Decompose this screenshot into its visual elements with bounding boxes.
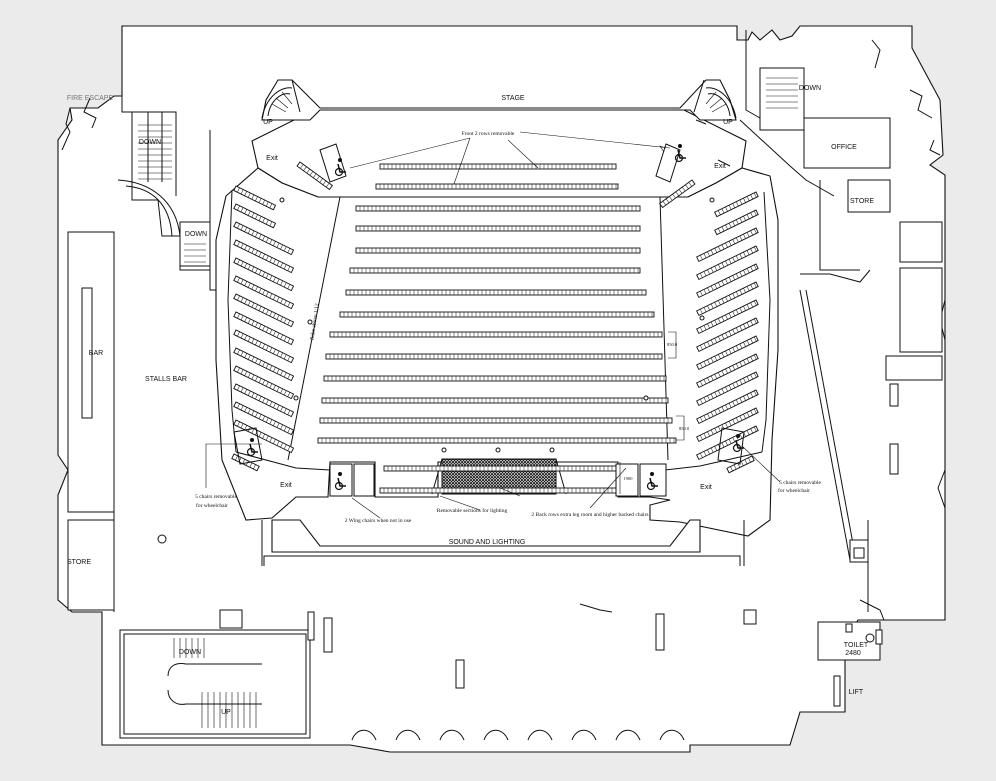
seat-row bbox=[355, 225, 641, 232]
seat-row bbox=[296, 161, 333, 191]
seat-row bbox=[329, 331, 663, 338]
toilet-label: TOILET bbox=[844, 642, 869, 649]
seat-row bbox=[696, 281, 759, 317]
seat-row bbox=[233, 365, 295, 400]
seat-row bbox=[696, 425, 759, 461]
dimension-label: 850.0 bbox=[679, 426, 690, 431]
seat-row bbox=[233, 239, 295, 274]
stage-area bbox=[261, 79, 737, 121]
seat-row bbox=[233, 221, 295, 256]
sound-lighting-label: SOUND AND LIGHTING bbox=[449, 539, 526, 546]
stairs-up-label: UP bbox=[723, 119, 733, 126]
seat-row bbox=[233, 419, 295, 454]
seat-row bbox=[339, 311, 655, 318]
seat-row bbox=[696, 299, 759, 335]
exit-label: Exit bbox=[280, 482, 292, 489]
wheelchair-icon bbox=[246, 144, 744, 491]
seat-row bbox=[233, 329, 295, 364]
chairs-left-note: for wheelchair bbox=[196, 502, 228, 509]
stairs-up-label: UP bbox=[263, 119, 273, 126]
stairs-up-label: UP bbox=[221, 709, 231, 716]
back-rows-note: 2 Back rows extra leg room and higher ba… bbox=[531, 512, 648, 518]
seat-row bbox=[383, 465, 621, 472]
seat-row bbox=[233, 275, 295, 310]
seat-row bbox=[355, 247, 641, 254]
seating-rows bbox=[231, 161, 759, 494]
seat-row bbox=[696, 227, 759, 263]
seat-row bbox=[375, 183, 619, 190]
seat-row bbox=[349, 267, 641, 274]
seat-row bbox=[696, 353, 759, 389]
lift-label: LIFT bbox=[849, 689, 864, 696]
chairs-right-note: for wheelchair bbox=[778, 487, 810, 494]
fire-escape-label: FIRE ESCAPE bbox=[67, 95, 114, 102]
seat-row bbox=[317, 437, 677, 444]
left-stair-core bbox=[117, 96, 240, 291]
bar-label: BAR bbox=[89, 350, 103, 357]
seat-row bbox=[379, 163, 617, 170]
seat-row bbox=[323, 375, 667, 382]
seat-row bbox=[696, 407, 759, 443]
seat-row bbox=[233, 203, 277, 229]
seat-row bbox=[233, 257, 295, 292]
auditorium bbox=[215, 107, 779, 566]
store-label: STORE bbox=[67, 559, 91, 566]
seat-row bbox=[321, 397, 669, 404]
seat-row bbox=[696, 389, 759, 425]
seat-row bbox=[325, 353, 663, 360]
dimension-label: 1900 bbox=[624, 476, 634, 481]
seat-row bbox=[345, 289, 647, 296]
right-rooms bbox=[739, 30, 943, 707]
seat-row bbox=[726, 455, 755, 474]
seat-row bbox=[319, 417, 673, 424]
stairs-down-label: DOWN bbox=[179, 649, 201, 656]
room-labels: STAGE FIRE ESCAPE DOWN DOWN UP UP DOWN D… bbox=[67, 85, 874, 716]
office-label: OFFICE bbox=[831, 144, 857, 151]
seat-row bbox=[233, 311, 295, 346]
annotation-leaders bbox=[205, 119, 781, 519]
seat-row bbox=[233, 293, 295, 328]
exit-label: Exit bbox=[700, 484, 712, 491]
dimension-label: 850.0 bbox=[667, 342, 678, 347]
stalls-bar-label: STALLS BAR bbox=[145, 376, 187, 383]
chairs-right-note: 5 chairs removable bbox=[779, 480, 821, 486]
seat-row bbox=[233, 401, 295, 436]
seat-row bbox=[696, 335, 759, 371]
stairs-down-label: DOWN bbox=[799, 85, 821, 92]
seat-row bbox=[659, 179, 696, 209]
seat-row bbox=[696, 317, 759, 353]
seat-row bbox=[696, 371, 759, 407]
store-label: STORE bbox=[850, 198, 874, 205]
seat-row bbox=[233, 383, 295, 418]
seat-row bbox=[233, 185, 277, 211]
rake-note: Rake above 1:12 bbox=[309, 303, 320, 341]
stairs-down-label: DOWN bbox=[185, 231, 207, 238]
front-rows-note: Front 2 rows removable bbox=[462, 131, 515, 137]
wing-chairs-note: 2 Wing chairs when not in use bbox=[345, 518, 412, 524]
seat-row bbox=[233, 347, 295, 382]
annotation-notes: Front 2 rows removable Rake above 1:12 5… bbox=[195, 131, 821, 524]
bar-area bbox=[67, 231, 167, 612]
dimension-labels: 850.0 850.0 1900 bbox=[624, 342, 690, 481]
stage-label: STAGE bbox=[501, 95, 525, 102]
seat-row bbox=[355, 205, 641, 212]
seat-row bbox=[714, 191, 759, 218]
exit-label: Exit bbox=[266, 155, 278, 162]
stairs-down-label: DOWN bbox=[139, 139, 161, 146]
seat-row bbox=[696, 245, 759, 281]
seat-row bbox=[714, 209, 759, 236]
seat-row bbox=[696, 263, 759, 299]
seat-row bbox=[379, 487, 621, 494]
removable-sections-note: Removable sections for lighting bbox=[437, 507, 508, 514]
post-markers bbox=[279, 197, 715, 453]
exit-label: Exit bbox=[714, 163, 726, 170]
chairs-left-note: 5 chairs removable bbox=[195, 494, 237, 500]
bottom-area bbox=[119, 603, 757, 741]
toilet-size-label: 2480 bbox=[845, 650, 861, 657]
